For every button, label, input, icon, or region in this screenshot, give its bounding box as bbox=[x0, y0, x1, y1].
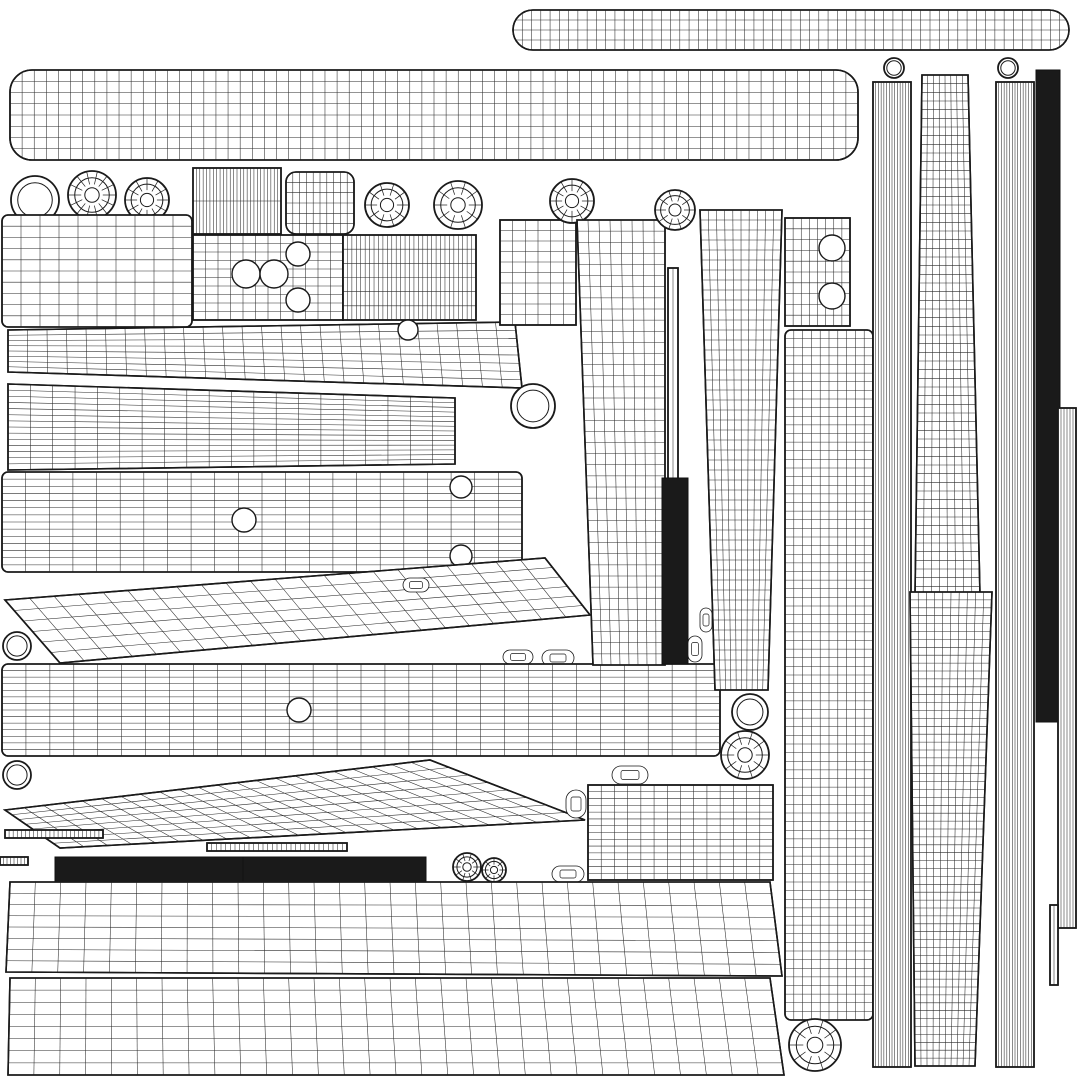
uv-col-2 bbox=[699, 209, 783, 691]
uv-dark-col-1 bbox=[661, 477, 689, 665]
uv-hole-2 bbox=[259, 259, 289, 289]
uv-tall-col-3 bbox=[909, 591, 993, 1067]
uv-block-small-top-grid bbox=[500, 220, 576, 325]
uv-ring-right-mid bbox=[731, 693, 769, 731]
uv-hole-col-2 bbox=[818, 282, 846, 310]
uv-band-4-grid bbox=[2, 664, 720, 756]
uv-tiny-ticks-3 bbox=[0, 856, 29, 866]
uv-hole-4 bbox=[285, 287, 311, 313]
uv-hole-3 bbox=[285, 241, 311, 267]
uv-block-hatched-1 bbox=[192, 167, 282, 235]
uv-strip-top-narrow-grid bbox=[513, 10, 1069, 50]
uv-dark-strip-2 bbox=[242, 856, 427, 883]
uv-band-5 bbox=[5, 881, 783, 977]
uv-clip-8 bbox=[699, 607, 713, 633]
uv-ring-mid bbox=[510, 383, 556, 429]
uv-band-4 bbox=[1, 663, 721, 757]
uv-gear-1 bbox=[67, 170, 117, 220]
uv-block-curved-1-grid bbox=[286, 172, 354, 234]
uv-gear-5 bbox=[452, 852, 482, 882]
uv-hole-band1 bbox=[397, 319, 419, 341]
uv-hole-band4 bbox=[286, 697, 312, 723]
uv-clip-4 bbox=[611, 765, 649, 785]
uv-tall-col-dark-1 bbox=[872, 81, 912, 1068]
uv-band-6 bbox=[7, 977, 785, 1076]
uv-tiny-ticks-2 bbox=[206, 842, 348, 852]
uv-tall-col-dark-1-grid bbox=[875, 82, 909, 1067]
uv-clip-1 bbox=[402, 577, 430, 593]
uv-block-left-1-grid bbox=[2, 215, 192, 327]
uv-tall-col-dark-3-grid bbox=[1060, 408, 1074, 928]
uv-col-3 bbox=[784, 329, 874, 1021]
uv-loop-2 bbox=[997, 57, 1019, 79]
uv-gear-4 bbox=[433, 180, 483, 230]
uv-block-hatched-3 bbox=[587, 784, 774, 881]
uv-block-hatched-2 bbox=[342, 234, 477, 321]
uv-loop-1 bbox=[883, 57, 905, 79]
uv-blade-2 bbox=[2, 759, 586, 849]
uv-clip-6 bbox=[551, 865, 585, 883]
uv-dark-strip-1 bbox=[54, 856, 244, 883]
uv-strip-top-wide-grid bbox=[10, 70, 858, 160]
uv-block-curved-1 bbox=[285, 171, 355, 235]
uv-block-left-1 bbox=[1, 214, 193, 328]
uv-col-1 bbox=[576, 219, 666, 666]
uv-gear-10 bbox=[788, 1018, 842, 1072]
uv-clip-2 bbox=[502, 649, 534, 665]
uv-block-hatched-1-grid bbox=[193, 168, 281, 234]
uv-tall-solid-1 bbox=[1035, 69, 1061, 723]
uv-block-hatched-2-grid bbox=[343, 235, 476, 320]
uv-tall-col-dark-2 bbox=[995, 81, 1035, 1068]
uv-band-1 bbox=[7, 321, 523, 389]
uv-tiny-ticks-1-grid bbox=[8, 830, 100, 838]
uv-tiny-ticks-1 bbox=[4, 829, 104, 839]
uv-ring-left-2 bbox=[2, 760, 32, 790]
uv-gear-7 bbox=[549, 178, 595, 224]
uv-tiny-ticks-3-grid bbox=[3, 857, 25, 865]
uv-tall-col-2 bbox=[914, 74, 981, 596]
uv-gear-8 bbox=[654, 189, 696, 231]
uv-col-3-grid bbox=[785, 330, 873, 1020]
uv-hole-1 bbox=[231, 259, 261, 289]
uv-block-hatched-3-grid bbox=[588, 785, 773, 880]
uv-gear-3 bbox=[364, 182, 410, 228]
uv-gear-6 bbox=[481, 857, 507, 883]
uv-ring-left-1 bbox=[2, 631, 32, 661]
uv-tall-thin-1 bbox=[1049, 904, 1059, 986]
uv-strip-top-narrow bbox=[512, 9, 1070, 51]
uv-hole-band3b bbox=[449, 475, 473, 499]
uv-block-holes-right bbox=[784, 217, 851, 327]
uv-clip-7 bbox=[687, 635, 703, 663]
uv-hole-col-1 bbox=[818, 234, 846, 262]
uv-gear-9 bbox=[720, 730, 770, 780]
uv-band-2 bbox=[7, 383, 456, 471]
uv-tiny-ticks-2-grid bbox=[211, 843, 343, 851]
uv-clip-5 bbox=[565, 789, 587, 819]
uv-block-small-top bbox=[499, 219, 577, 326]
uv-tall-col-dark-3 bbox=[1057, 407, 1077, 929]
uv-strip-top-wide bbox=[9, 69, 859, 161]
uv-blade-1 bbox=[3, 557, 592, 664]
uv-band-3 bbox=[1, 471, 523, 573]
uv-tall-col-dark-2-grid bbox=[998, 82, 1032, 1067]
uv-hole-band3a bbox=[231, 507, 257, 533]
